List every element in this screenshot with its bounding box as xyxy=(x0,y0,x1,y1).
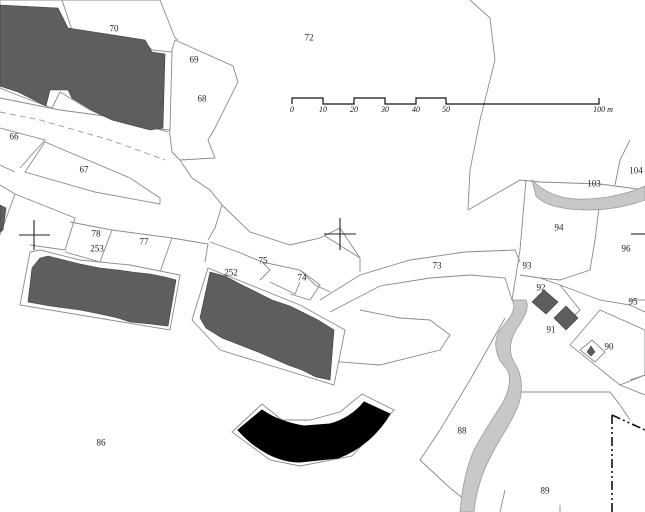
building-left-edge xyxy=(0,204,7,233)
stream-lower xyxy=(459,299,528,512)
scale-label-40: 40 xyxy=(412,105,420,114)
parcel-label-103: 103 xyxy=(587,178,601,189)
scale-label-50: 50 xyxy=(442,105,450,114)
parcel-label-88: 88 xyxy=(457,425,467,436)
parcel-label-94: 94 xyxy=(554,222,564,233)
parcel-label-70: 70 xyxy=(109,23,119,34)
scale-label-0: 0 xyxy=(290,105,294,114)
building-90-small xyxy=(586,345,596,357)
buildings xyxy=(0,0,596,467)
survey-cross-center xyxy=(324,218,356,250)
parcel-label-67: 67 xyxy=(79,164,89,175)
survey-cross-left xyxy=(19,220,50,250)
parcel-label-66: 66 xyxy=(9,131,19,142)
parcel-label-73: 73 xyxy=(432,260,442,271)
parcel-label-75: 75 xyxy=(258,255,268,266)
stream xyxy=(531,178,645,211)
scale-label-100: 100 m xyxy=(593,105,613,114)
parcel-label-86: 86 xyxy=(96,437,106,448)
building-block-left xyxy=(27,255,177,327)
parcel-label-69: 69 xyxy=(189,54,199,65)
parcel-label-252: 252 xyxy=(224,267,238,278)
parcel-label-90: 90 xyxy=(604,341,614,352)
building-91 xyxy=(553,305,579,331)
building-new-curved xyxy=(237,401,391,463)
parcel-label-91: 91 xyxy=(546,324,556,335)
administrative-boundary-top xyxy=(611,414,645,431)
parcel-label-95: 95 xyxy=(628,296,638,307)
parcel-label-72: 72 xyxy=(304,32,314,43)
parcel-label-78: 78 xyxy=(91,228,101,239)
scale-label-20: 20 xyxy=(350,105,358,114)
parcel-label-68: 68 xyxy=(197,93,207,104)
parcel-label-77: 77 xyxy=(139,236,149,247)
parcel-label-89: 89 xyxy=(540,485,550,496)
parcel-label-74: 74 xyxy=(297,272,307,283)
building-92 xyxy=(531,289,559,315)
parcel-label-92: 92 xyxy=(536,282,546,293)
parcel-label-93: 93 xyxy=(522,260,532,271)
scale-label-30: 30 xyxy=(381,105,389,114)
scale-label-10: 10 xyxy=(319,105,327,114)
parcel-label-253: 253 xyxy=(90,243,104,254)
scale-bar-line xyxy=(291,97,600,105)
parcel-label-96: 96 xyxy=(621,243,631,254)
scale-bar xyxy=(291,97,600,105)
building-block-middle xyxy=(199,271,335,381)
building-top-left xyxy=(0,4,166,131)
parcel-label-104: 104 xyxy=(629,165,643,176)
